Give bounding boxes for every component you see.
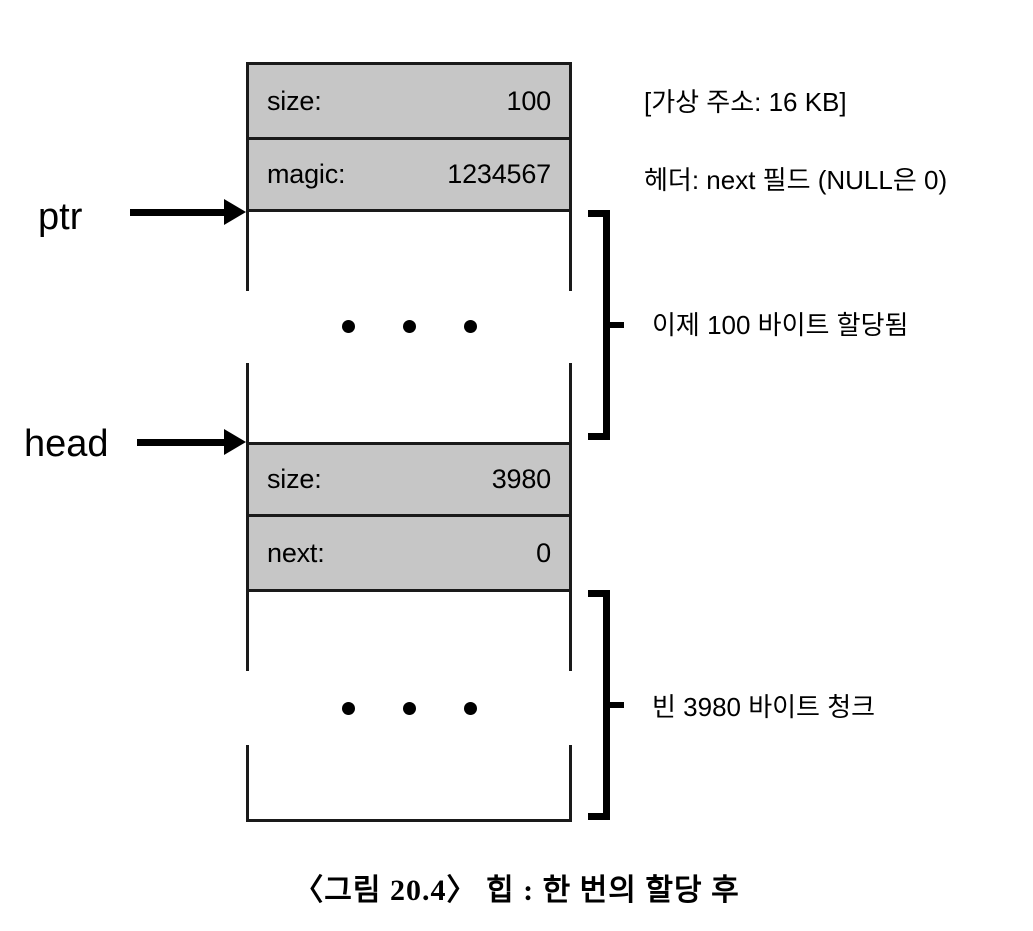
field-row-free-size: size: 3980 bbox=[249, 445, 569, 514]
field-name: size: bbox=[267, 464, 322, 494]
bracket-free-region bbox=[588, 590, 624, 820]
bracket-tick bbox=[608, 702, 624, 708]
field-row-free-next: next: 0 bbox=[249, 517, 569, 589]
annotation-virtual-address: [가상 주소: 16 KB] bbox=[644, 87, 847, 117]
bracket-top-cap bbox=[588, 590, 610, 597]
bracket-tick bbox=[608, 322, 624, 328]
field-value: 0 bbox=[536, 537, 551, 568]
wall-left-3 bbox=[246, 589, 249, 671]
ptr-arrow-head-icon bbox=[224, 199, 246, 225]
bracket-bottom-cap bbox=[588, 433, 610, 440]
ptr-arrow-shaft bbox=[130, 209, 226, 216]
box-top-edge bbox=[246, 62, 572, 65]
wall-right-1 bbox=[569, 62, 572, 291]
wall-right-3 bbox=[569, 589, 572, 671]
head-arrow-shaft bbox=[137, 439, 226, 446]
wall-right-4 bbox=[569, 745, 572, 822]
field-row-allocated-size: size: 100 bbox=[249, 65, 569, 137]
annotation-header-next-field: 헤더: next 필드 (NULL은 0) bbox=[644, 165, 948, 195]
free-header-fill bbox=[249, 445, 569, 592]
divider-header-body-allocated bbox=[246, 209, 572, 212]
dot-icon bbox=[464, 702, 477, 715]
bracket-spine bbox=[603, 210, 610, 440]
annotation-allocated-bytes: 이제 100 바이트 할당됨 bbox=[652, 310, 909, 340]
box-bottom-edge bbox=[246, 819, 572, 822]
wall-left-4 bbox=[246, 745, 249, 822]
figure-caption: 〈그림 20.4〉 힙 : 한 번의 할당 후 bbox=[293, 874, 740, 907]
head-arrow-head-icon bbox=[224, 429, 246, 455]
pointer-label-head: head bbox=[24, 423, 109, 465]
wall-left-1 bbox=[246, 62, 249, 291]
field-value: 100 bbox=[506, 85, 552, 116]
divider-header-body-free bbox=[246, 589, 572, 592]
wall-right-2 bbox=[569, 363, 572, 592]
field-value: 1234567 bbox=[447, 159, 551, 189]
free-body-ellipsis bbox=[342, 702, 477, 715]
bracket-allocated-region bbox=[588, 210, 624, 440]
dot-icon bbox=[342, 320, 355, 333]
heap-memory-box: size: 100 magic: 1234567 size: 3980 next… bbox=[246, 62, 572, 822]
dot-icon bbox=[403, 702, 416, 715]
field-name: magic: bbox=[267, 159, 346, 189]
field-name: size: bbox=[267, 85, 322, 116]
field-name: next: bbox=[267, 537, 325, 568]
divider-size-next bbox=[246, 514, 572, 517]
bracket-top-cap bbox=[588, 210, 610, 217]
pointer-label-ptr: ptr bbox=[38, 196, 83, 238]
wall-left-2 bbox=[246, 363, 249, 592]
field-value: 3980 bbox=[491, 464, 551, 494]
bracket-spine bbox=[603, 590, 610, 820]
dot-icon bbox=[464, 320, 477, 333]
divider-body-free-header bbox=[246, 442, 572, 445]
bracket-bottom-cap bbox=[588, 813, 610, 820]
field-row-allocated-magic: magic: 1234567 bbox=[249, 140, 569, 209]
dot-icon bbox=[403, 320, 416, 333]
allocated-body-ellipsis bbox=[342, 320, 477, 333]
dot-icon bbox=[342, 702, 355, 715]
annotation-free-chunk-bytes: 빈 3980 바이트 청크 bbox=[652, 692, 876, 722]
divider-size-magic bbox=[246, 137, 572, 140]
